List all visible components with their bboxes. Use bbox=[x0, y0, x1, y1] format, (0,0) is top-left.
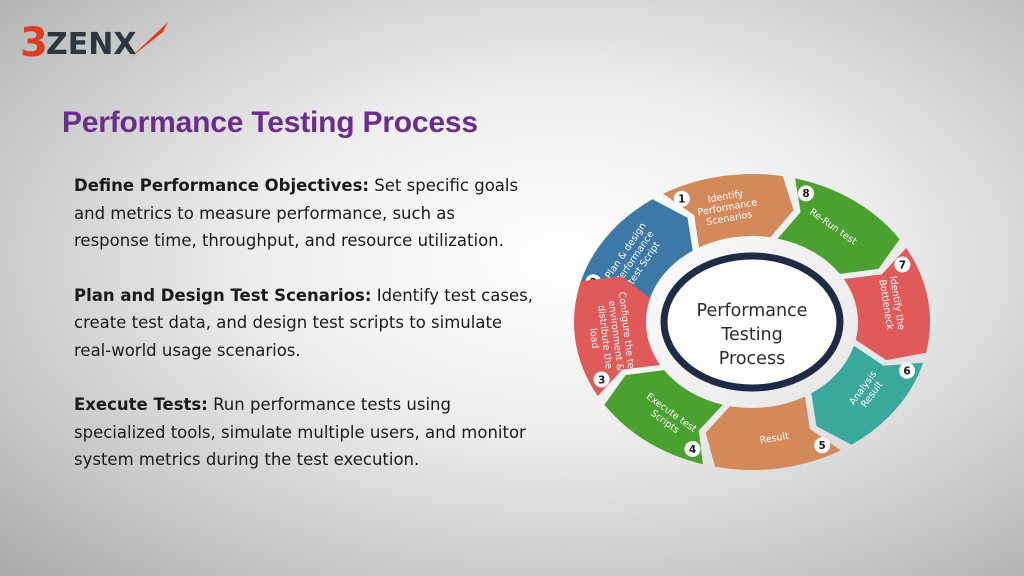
step-number-7: 7 bbox=[899, 259, 906, 271]
step-number-badge-4 bbox=[684, 441, 701, 457]
paragraph-heading: Execute Tests: bbox=[74, 395, 208, 414]
cycle-arrow-7 bbox=[843, 248, 931, 361]
paragraph-heading: Define Performance Objectives: bbox=[74, 176, 370, 195]
cycle-step-label-line: load bbox=[587, 328, 600, 350]
logo-swoosh-icon bbox=[130, 22, 168, 58]
page-title: Performance Testing Process bbox=[62, 106, 478, 139]
step-number-8: 8 bbox=[802, 188, 809, 200]
step-number-5: 5 bbox=[819, 440, 826, 452]
logo-wordmark: ZENX bbox=[46, 27, 136, 62]
step-number-badge-1 bbox=[673, 190, 690, 207]
center-label-line: Testing bbox=[720, 325, 783, 345]
step-number-3: 3 bbox=[598, 374, 605, 386]
center-hub: Performance Testing Process bbox=[660, 252, 844, 392]
step-number-badge-8 bbox=[798, 185, 814, 202]
step-number-1: 1 bbox=[678, 194, 685, 206]
paragraph-heading: Plan and Design Test Scenarios: bbox=[74, 285, 372, 305]
cycle-arrow-8 bbox=[777, 178, 900, 274]
cycle-arrow-2 bbox=[577, 199, 693, 305]
step-number-badge-7 bbox=[894, 256, 911, 273]
paragraph-text: Identify test cases, create test data, a… bbox=[74, 285, 533, 360]
cycle-arrow-4 bbox=[604, 370, 723, 465]
cycle-arrow-5 bbox=[705, 396, 841, 471]
cycle-step-label-line: Result bbox=[759, 431, 790, 446]
logo-graphic: 3 ZENX bbox=[20, 20, 168, 66]
center-ring bbox=[660, 252, 844, 392]
center-label-line: Performance bbox=[697, 301, 808, 321]
paragraph-execute-tests: Execute Tests: Run performance tests usi… bbox=[74, 391, 534, 474]
logo-mark: 3 bbox=[20, 20, 48, 66]
paragraph-text: Set specific goals and metrics to measur… bbox=[74, 176, 519, 250]
step-number-6: 6 bbox=[903, 366, 910, 378]
cycle-arrow-1 bbox=[663, 173, 794, 248]
step-number-badge-3 bbox=[593, 371, 610, 388]
cycle-step-label-5: Result bbox=[759, 431, 790, 446]
cycle-arrow-3 bbox=[573, 276, 661, 396]
step-number-badge-5 bbox=[814, 437, 831, 454]
step-number-badge-6 bbox=[899, 362, 915, 379]
cycle-arrow-6 bbox=[811, 345, 924, 445]
content-body: Define Performance Objectives: Set speci… bbox=[74, 172, 534, 501]
paragraph-text: Run performance tests using specialized … bbox=[74, 395, 526, 469]
step-number-4: 4 bbox=[689, 444, 696, 456]
paragraph-define-objectives: Define Performance Objectives: Set speci… bbox=[74, 172, 534, 255]
company-logo: 3 ZENX bbox=[18, 14, 178, 66]
center-label-line: Process bbox=[719, 349, 785, 369]
paragraph-plan-design: Plan and Design Test Scenarios: Identify… bbox=[74, 282, 534, 365]
